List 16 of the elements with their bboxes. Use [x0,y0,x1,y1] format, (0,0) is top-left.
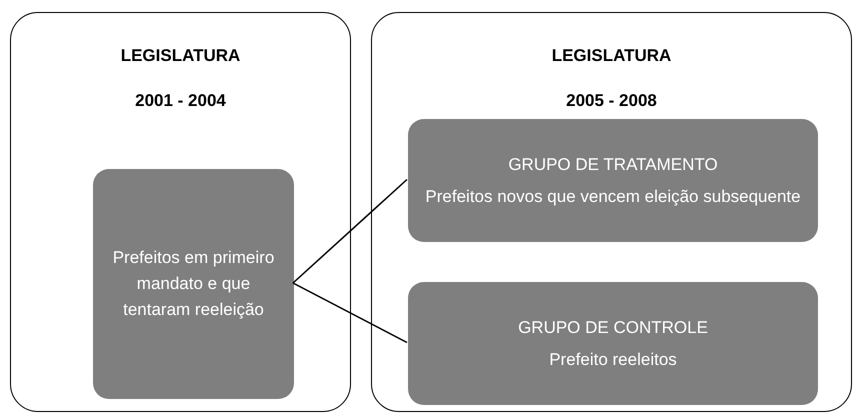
period-panel [371,12,852,412]
panel-heading: LEGISLATURA [120,45,242,67]
group-description: Prefeito reeleitos [549,348,677,370]
connector-line [292,178,408,284]
group-title: GRUPO DE TRATAMENTO [508,154,718,176]
period-panel [10,12,351,412]
panel-heading: 2001 - 2004 [134,90,227,112]
panel-heading: LEGISLATURA [550,45,672,67]
group-box [93,169,294,399]
group-description: Prefeitos novos que vencem eleição subsequente [425,186,801,208]
connector-line [292,282,408,344]
group-title: GRUPO DE CONTROLE [518,316,708,338]
panel-heading: 2005 - 2008 [565,90,658,112]
group-box [408,282,818,405]
group-box [408,119,818,242]
group-description: Prefeitos em primeiro mandato e que tentaram reeleição [112,247,276,321]
